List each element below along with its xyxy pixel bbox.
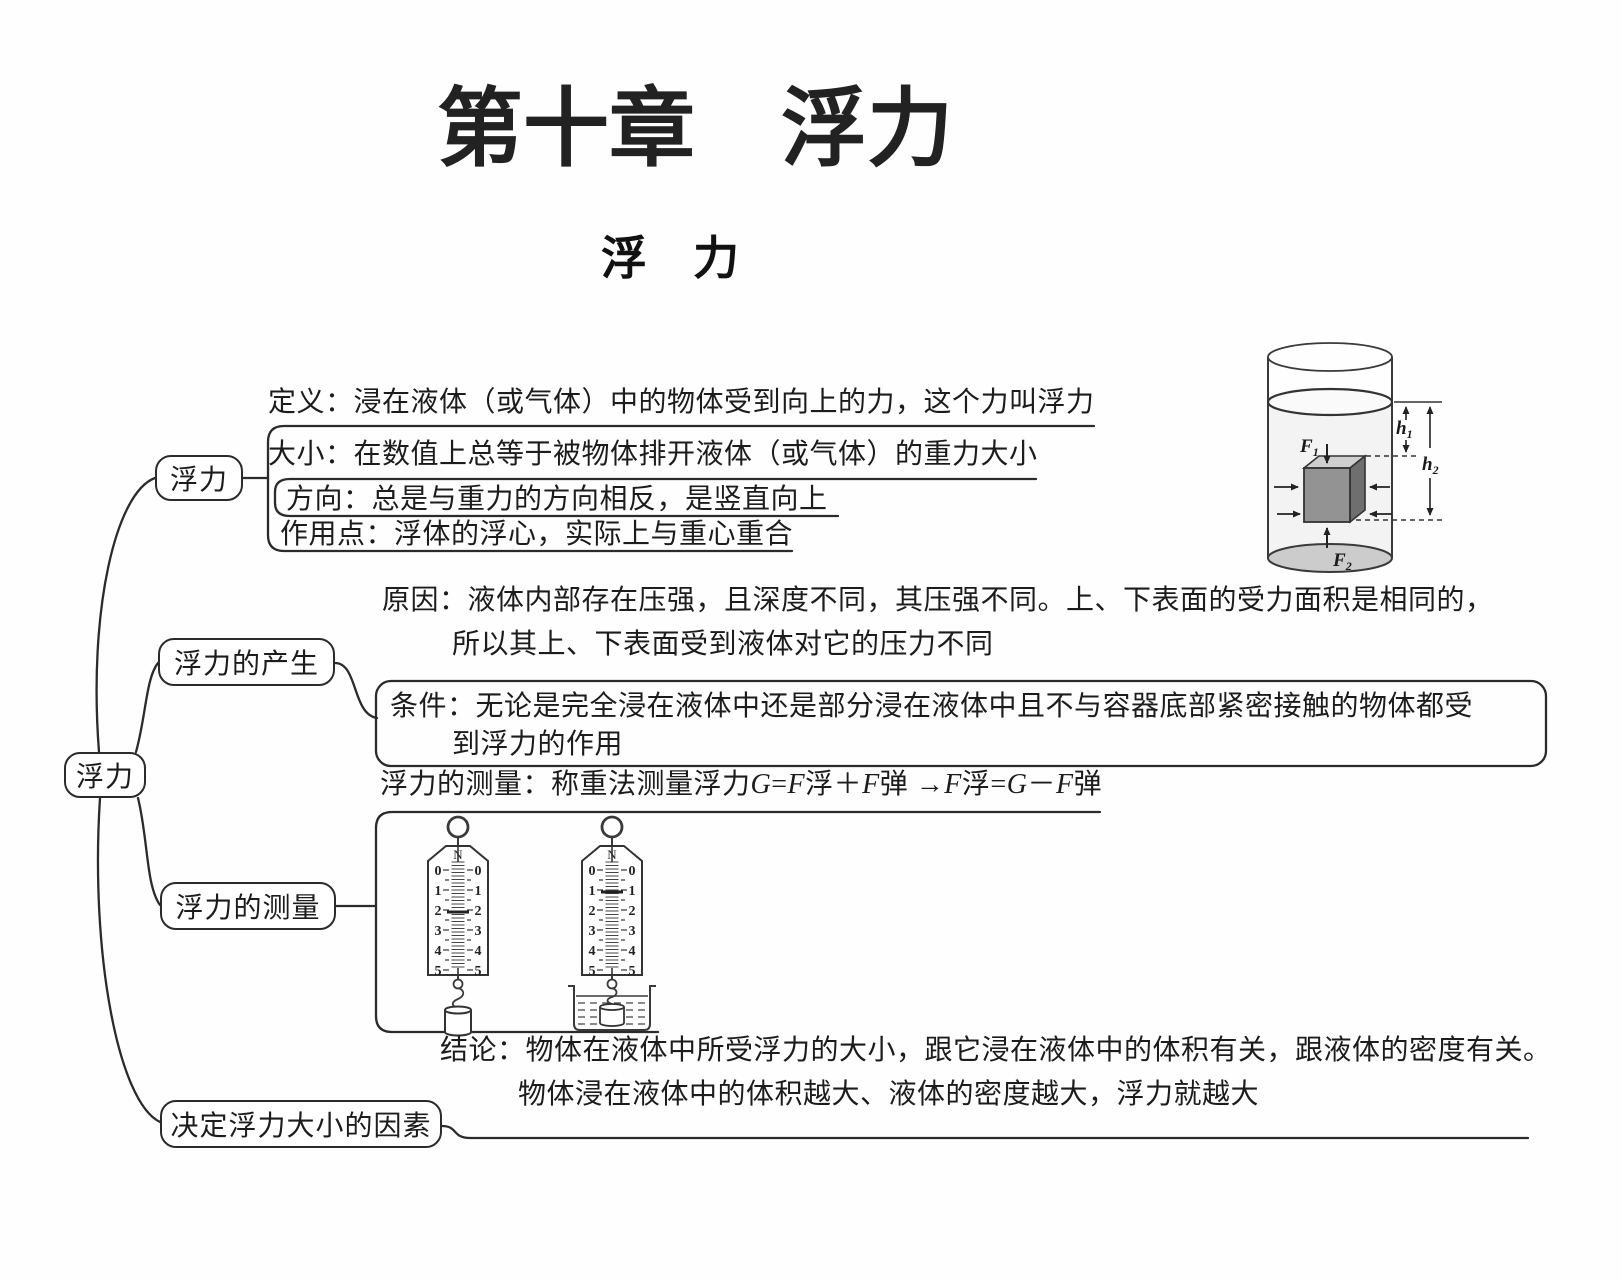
svg-text:0: 0 [629, 864, 636, 879]
text-direction: 方向：总是与重力的方向相反，是竖直向上 [286, 484, 828, 515]
node-buoyancy-properties: 浮力 [155, 455, 243, 501]
cube-side-face [1349, 454, 1366, 524]
cylinder-rim [1267, 342, 1393, 372]
svg-text:5: 5 [629, 964, 636, 979]
connector-root-properties [95, 476, 157, 754]
node-buoyancy-origin: 浮力的产生 [158, 638, 335, 686]
page-title: 第十章 浮力 [437, 81, 953, 177]
spring-scale-right: N001122334455 [568, 815, 656, 1031]
water-surface [1266, 387, 1394, 417]
root-node-buoyancy: 浮力 [64, 752, 146, 798]
svg-text:3: 3 [475, 924, 482, 939]
weight-in-air [444, 1010, 472, 1037]
svg-text:4: 4 [589, 944, 596, 959]
svg-text:0: 0 [589, 864, 596, 879]
scale-s-hook [451, 987, 465, 1009]
condition-box [374, 679, 1548, 768]
text-condition-line2: 到浮力的作用 [452, 729, 624, 760]
text-measurement-method: 浮力的测量：称重法测量浮力G=F浮＋F弹 →F浮=G－F弹 [380, 769, 1103, 800]
scale-s-hook [606, 987, 618, 1005]
text-magnitude: 大小：在数值上总等于被物体排开液体（或气体）的重力大小 [268, 439, 1038, 470]
svg-text:2: 2 [589, 904, 596, 919]
svg-text:2: 2 [435, 904, 442, 919]
label-h1: h1 [1396, 418, 1413, 441]
svg-text:3: 3 [629, 924, 636, 939]
scale-hook-eye [452, 978, 464, 990]
branch-connectors [95, 424, 1548, 1140]
weight-submerged [599, 1007, 625, 1027]
text-conclusion-line1: 结论：物体在液体中所受浮力的大小，跟它浸在液体中的体积有关，跟液体的密度有关。 [440, 1035, 1552, 1066]
cylinder-base [1267, 543, 1393, 573]
text-cause-line2: 所以其上、下表面受到液体对它的压力不同 [452, 629, 994, 660]
text-application-point: 作用点：浮体的浮心，实际上与重心重合 [280, 519, 794, 550]
svg-text:0: 0 [435, 864, 442, 879]
text-conclusion-line2: 物体浸在液体中的体积越大、液体的密度越大，浮力就越大 [518, 1079, 1260, 1110]
svg-text:3: 3 [435, 924, 442, 939]
underline-direction-box [273, 477, 1038, 518]
node-buoyancy-measurement: 浮力的测量 [160, 882, 336, 930]
cube-front-face [1303, 467, 1351, 523]
text-cause-line1: 原因：液体内部存在压强，且深度不同，其压强不同。上、下表面的受力面积是相同的， [382, 585, 1494, 616]
svg-text:5: 5 [435, 964, 442, 979]
connector-root-origin [134, 661, 160, 754]
svg-text:4: 4 [629, 944, 636, 959]
label-f1: F1 [1299, 436, 1319, 459]
weight-in-air-top [444, 1005, 472, 1015]
svg-text:2: 2 [629, 904, 636, 919]
weight-submerged-top [599, 1003, 625, 1011]
label-f2: F2 [1332, 550, 1352, 573]
cylinder-figure: F1 F2 h1 h2 [1266, 342, 1446, 573]
svg-text:5: 5 [589, 964, 596, 979]
beaker [568, 985, 656, 1031]
connector-root-measurement [136, 796, 162, 907]
svg-text:2: 2 [475, 904, 482, 919]
svg-text:1: 1 [629, 884, 636, 899]
underline-conclusion [440, 1124, 1530, 1140]
svg-text:1: 1 [435, 884, 442, 899]
svg-text:3: 3 [589, 924, 596, 939]
scale-hook-eye [606, 978, 618, 990]
label-h2: h2 [1422, 454, 1439, 477]
text-condition-line1: 条件：无论是完全浸在液体中还是部分浸在液体中且不与容器底部紧密接触的物体都受 [390, 691, 1474, 722]
svg-text:4: 4 [475, 944, 482, 959]
scale-ring [446, 815, 470, 839]
underline-definition-box [266, 424, 1096, 553]
section-subtitle: 浮 力 [601, 233, 739, 284]
measurement-figure-box [374, 810, 1102, 1034]
svg-text:0: 0 [475, 864, 482, 879]
svg-text:5: 5 [475, 964, 482, 979]
connector-origin-node [333, 661, 379, 720]
svg-text:4: 4 [435, 944, 442, 959]
scale-ring [600, 815, 624, 839]
node-buoyancy-factors: 决定浮力大小的因素 [160, 1100, 442, 1148]
text-definition: 定义：浸在液体（或气体）中的物体受到向上的力，这个力叫浮力 [268, 387, 1095, 418]
svg-text:1: 1 [475, 884, 482, 899]
connector-root-factors [96, 796, 162, 1124]
svg-text:1: 1 [589, 884, 596, 899]
spring-scale-left: N001122334455 [427, 815, 489, 1037]
